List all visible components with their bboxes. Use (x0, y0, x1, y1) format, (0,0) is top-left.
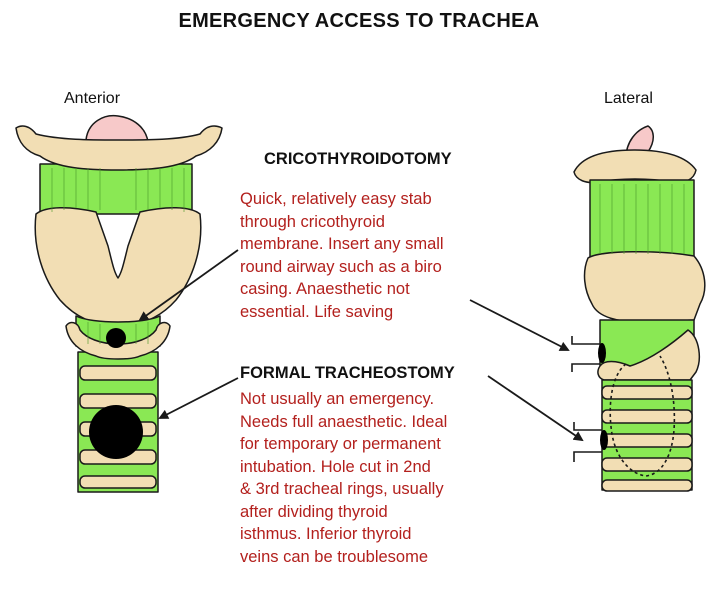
cricothyroidotomy-heading: CRICOTHYROIDOTOMY (264, 150, 452, 169)
desc-line: & 3rd tracheal rings, usually (240, 478, 447, 501)
cricothyroidotomy-site-lateral (598, 343, 606, 363)
desc-line: Needs full anaesthetic. Ideal (240, 411, 447, 434)
thyroid-cartilage-lateral (585, 252, 705, 322)
hyoid-lateral (574, 150, 696, 183)
arrow-trach-anterior (160, 378, 238, 418)
epiglottis-anterior (86, 116, 148, 142)
desc-line: Not usually an emergency. (240, 388, 447, 411)
lateral-larynx (574, 126, 705, 491)
desc-line: after dividing thyroid (240, 501, 447, 524)
desc-line: veins can be troublesome (240, 546, 447, 569)
desc-line: isthmus. Inferior thyroid (240, 523, 447, 546)
tracheostomy-description: Not usually an emergency. Needs full ana… (240, 388, 447, 568)
desc-line: Quick, relatively easy stab (240, 188, 444, 211)
desc-line: round airway such as a biro (240, 256, 444, 279)
tracheostomy-site-anterior (89, 405, 143, 459)
tracheostomy-site-lateral (600, 430, 608, 450)
desc-line: intubation. Hole cut in 2nd (240, 456, 447, 479)
thyrohyoid-membrane-lateral (590, 180, 694, 258)
cric-marker-bracket (572, 336, 600, 372)
desc-line: essential. Life saving (240, 301, 444, 324)
cricothyroidotomy-description: Quick, relatively easy stab through cric… (240, 188, 444, 323)
tracheostomy-heading: FORMAL TRACHEOSTOMY (240, 364, 455, 383)
arrow-trach-lateral (488, 376, 582, 440)
arrow-cric-lateral (470, 300, 568, 350)
thyrohyoid-membrane (40, 164, 192, 214)
desc-line: casing. Anaesthetic not (240, 278, 444, 301)
cricothyroidotomy-site-anterior (106, 328, 126, 348)
desc-line: for temporary or permanent (240, 433, 447, 456)
desc-line: through cricothyroid (240, 211, 444, 234)
thyroid-cartilage (35, 208, 201, 326)
desc-line: membrane. Insert any small (240, 233, 444, 256)
trach-marker-bracket (574, 422, 602, 462)
